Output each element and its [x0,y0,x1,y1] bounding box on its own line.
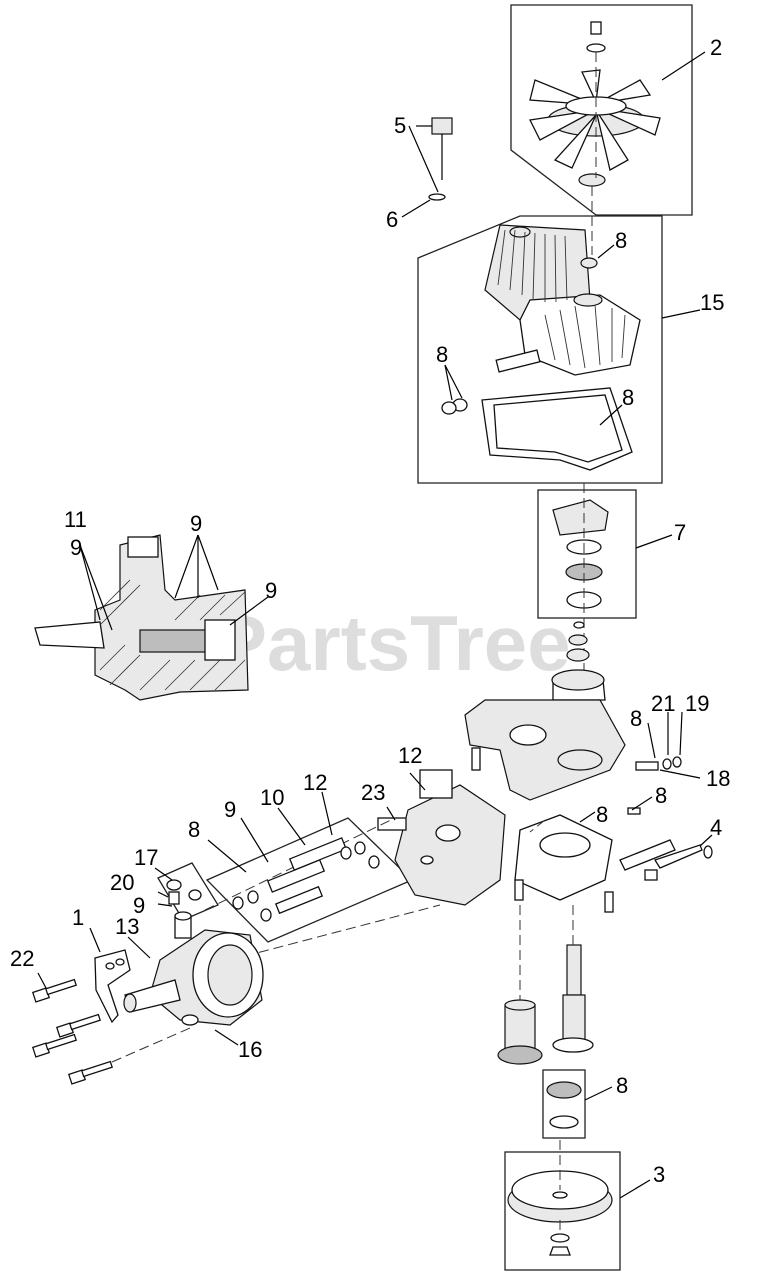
callout-16: 16 [238,1037,262,1062]
cross-section-view [34,534,249,701]
callout-9-e: 9 [133,893,145,918]
pulley-group-box [504,1151,621,1271]
dipstick-cap [428,117,453,201]
callout-1: 1 [72,905,84,930]
callout-11: 11 [64,507,87,532]
bearing-group-box [537,489,637,619]
callout-13: 13 [115,914,139,939]
callout-21: 21 [651,691,675,716]
callout-8-f: 8 [596,802,608,827]
callout-8-h: 8 [616,1073,628,1098]
valve-fittings [529,756,713,881]
callout-23: 23 [361,780,385,805]
center-section [464,699,626,913]
callout-3: 3 [653,1162,665,1187]
seal-kit [232,837,380,922]
bearing-kit-8-box [542,1069,586,1139]
lower-bearing [546,1081,582,1129]
output-shaft [519,905,594,1053]
callout-8-c: 8 [622,385,634,410]
cylinder-block [551,621,606,701]
motor-housing [204,769,506,961]
callout-2: 2 [710,35,722,60]
callout-17: 17 [134,845,158,870]
fan-group-box [510,4,693,216]
kit-17-box [157,862,219,921]
callout-10: 10 [260,785,284,810]
callout-9-c: 9 [265,578,277,603]
pump-cup [497,999,543,1065]
callout-12-a: 12 [398,743,422,768]
callout-9-b: 9 [190,511,202,536]
callout-4: 4 [710,815,722,840]
callout-9-d: 9 [224,797,236,822]
callout-22: 22 [10,946,34,971]
callout-6: 6 [386,207,398,232]
bolts [31,978,191,1085]
leader-lines [37,51,713,1199]
callout-19: 19 [685,691,709,716]
cooling-fan [529,21,661,255]
callout-18: 18 [706,766,730,791]
bypass-valve-kit [166,879,202,905]
callouts: 2 5 6 8 15 8 8 7 11 9 9 9 8 21 19 18 8 8… [10,35,730,1187]
motor-end-cap [123,911,264,1026]
callout-15: 15 [700,290,724,315]
watermark: PartsTree [215,599,571,687]
thrust-bearing-stack [552,483,609,700]
drive-pulley [507,1140,613,1256]
callout-8-e: 8 [655,783,667,808]
seal-kit-box [205,817,414,943]
callout-20: 20 [110,870,134,895]
callout-8-a: 8 [615,228,627,253]
callout-12-b: 12 [303,770,327,795]
axle-housing [441,224,641,471]
callout-5: 5 [394,113,406,138]
callout-7: 7 [674,520,686,545]
housing-group-box [417,215,663,484]
callout-8-d: 8 [630,706,642,731]
bracket [94,949,131,1024]
callout-8-b: 8 [436,342,448,367]
callout-9-a: 9 [70,535,82,560]
callout-8-g: 8 [188,817,200,842]
